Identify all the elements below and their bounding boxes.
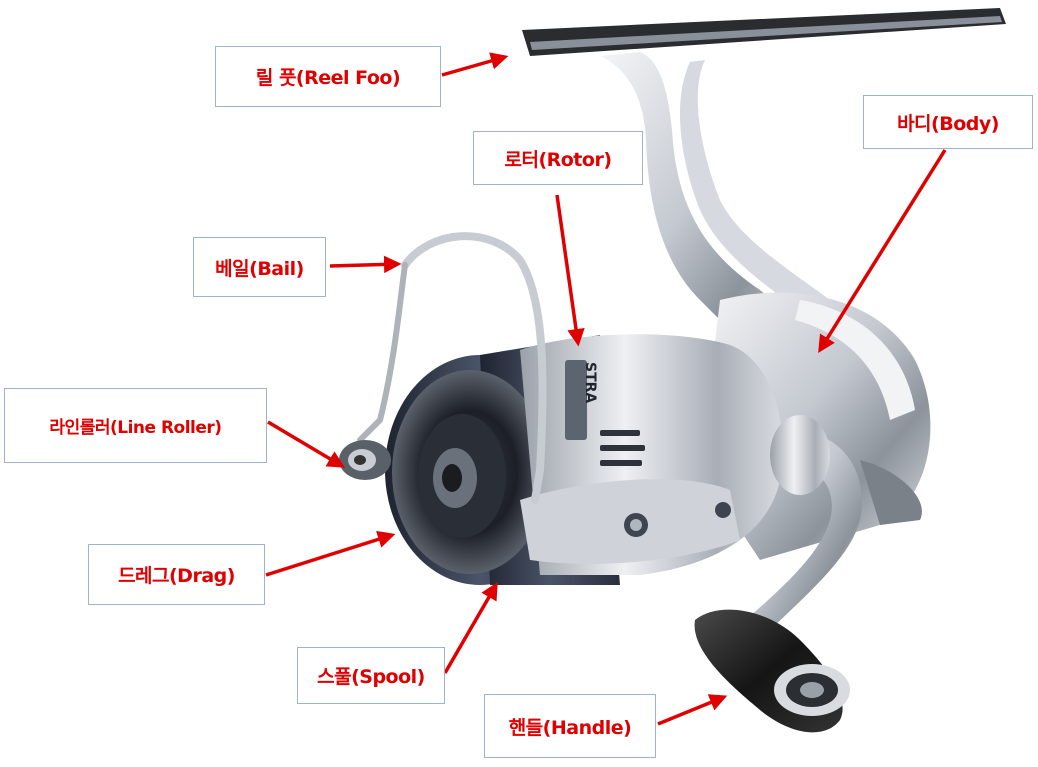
arrow-rotor <box>555 194 585 347</box>
arrow-bail <box>329 255 402 274</box>
label-bail-text: 베일(Bail) <box>215 257 304 280</box>
label-body: 바디(Body) <box>863 95 1033 149</box>
arrow-line-roller <box>267 420 346 468</box>
label-body-text: 바디(Body) <box>897 112 999 135</box>
arrow-reel-foot <box>441 52 509 77</box>
arrow-body <box>818 149 947 353</box>
label-spool-text: 스풀(Spool) <box>317 666 425 688</box>
label-bail: 베일(Bail) <box>193 237 326 297</box>
handle-shape <box>694 415 862 733</box>
bail-shape <box>401 232 547 504</box>
label-rotor-text: 로터(Rotor) <box>504 148 612 171</box>
reel-foot-shape <box>522 8 1006 360</box>
line-roller-shape <box>339 440 391 480</box>
label-reel-foot-text: 릴 풋(Reel Foo) <box>255 67 401 89</box>
rotor-shape <box>520 334 783 575</box>
arrow-drag <box>265 530 396 577</box>
label-reel-foot: 릴 풋(Reel Foo) <box>215 46 441 107</box>
arrow-spool <box>443 581 498 674</box>
label-drag-text: 드레그(Drag) <box>118 565 235 587</box>
label-drag: 드레그(Drag) <box>88 544 265 605</box>
arrow-handle <box>657 694 728 726</box>
label-line-roller-text: 라인롤러(Line Roller) <box>49 418 222 438</box>
label-spool: 스풀(Spool) <box>297 647 445 704</box>
label-handle-text: 핸들(Handle) <box>508 716 632 739</box>
label-handle: 핸들(Handle) <box>484 694 656 758</box>
label-line-roller: 라인롤러(Line Roller) <box>4 388 267 463</box>
label-rotor: 로터(Rotor) <box>473 131 643 185</box>
rotor-engraving: STRA <box>582 362 598 403</box>
